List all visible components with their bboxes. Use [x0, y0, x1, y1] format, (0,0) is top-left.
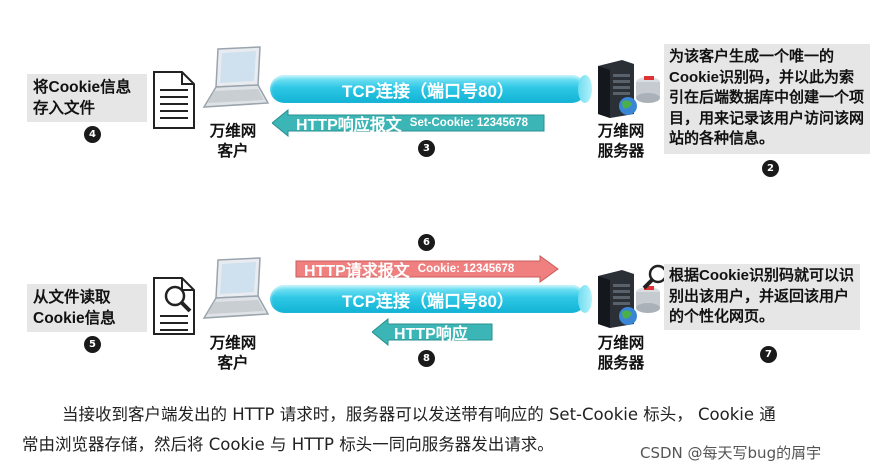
server-label-bottom: 万维网 服务器 [597, 335, 645, 372]
tcp-connection-bottom: TCP连接（端口号80） [270, 285, 586, 313]
caption-line-2: 常由浏览器存储，然后将 Cookie 与 HTTP 标头一同向服务器发出请求。 [22, 435, 554, 454]
response-label-bottom: HTTP响应 [394, 326, 468, 343]
document-search-icon [150, 276, 200, 338]
step-6-badge: 6 [418, 234, 435, 251]
server-note-top: 为该客户生成一个唯一的Cookie识别码，并以此为索引在后端数据库中创建一个项目… [664, 44, 870, 154]
set-cookie-label: Set-Cookie: 12345678 [409, 117, 529, 129]
magnifier-icon [640, 262, 672, 294]
step-8-badge: 8 [418, 350, 435, 367]
tcp-connection-top: TCP连接（端口号80） [270, 75, 586, 103]
server-icon [592, 58, 664, 120]
cookie-label: Cookie: 12345678 [417, 263, 515, 275]
tube-end-top [578, 75, 592, 103]
server-label-top: 万维网 服务器 [597, 123, 645, 160]
http-response-arrow-top: HTTP响应报文 Set-Cookie: 12345678 [272, 109, 547, 137]
request-main-label: HTTP请求报文 [304, 263, 410, 280]
document-icon [150, 70, 198, 130]
client-note-top: 将Cookie信息 存入文件 [27, 74, 147, 122]
client-label-top: 万维网 客户 [209, 123, 257, 160]
response-main-label: HTTP响应报文 [296, 117, 402, 134]
laptop-icon [200, 45, 270, 115]
client-label-bottom: 万维网 客户 [209, 335, 257, 372]
client-note-bottom: 从文件读取 Cookie信息 [27, 284, 147, 332]
step-7-badge: 7 [760, 346, 777, 363]
caption-line-1: 当接收到客户端发出的 HTTP 请求时，服务器可以发送带有响应的 Set-Coo… [62, 405, 776, 424]
server-note-bottom: 根据Cookie识别码就可以识别出该用户，并返回该用户的个性化网页。 [664, 264, 860, 330]
step-2-badge: 2 [762, 160, 779, 177]
step-4-badge: 4 [84, 126, 101, 143]
http-response-arrow-bottom: HTTP响应 [372, 318, 494, 346]
step-5-badge: 5 [84, 336, 101, 353]
tube-end-bottom [578, 285, 592, 313]
watermark: CSDN @每天写bug的屑宇 [640, 444, 822, 462]
step-3-badge: 3 [418, 140, 435, 157]
http-request-arrow: HTTP请求报文 Cookie: 12345678 [294, 255, 560, 283]
server-icon [592, 268, 664, 330]
laptop-icon [200, 256, 270, 326]
